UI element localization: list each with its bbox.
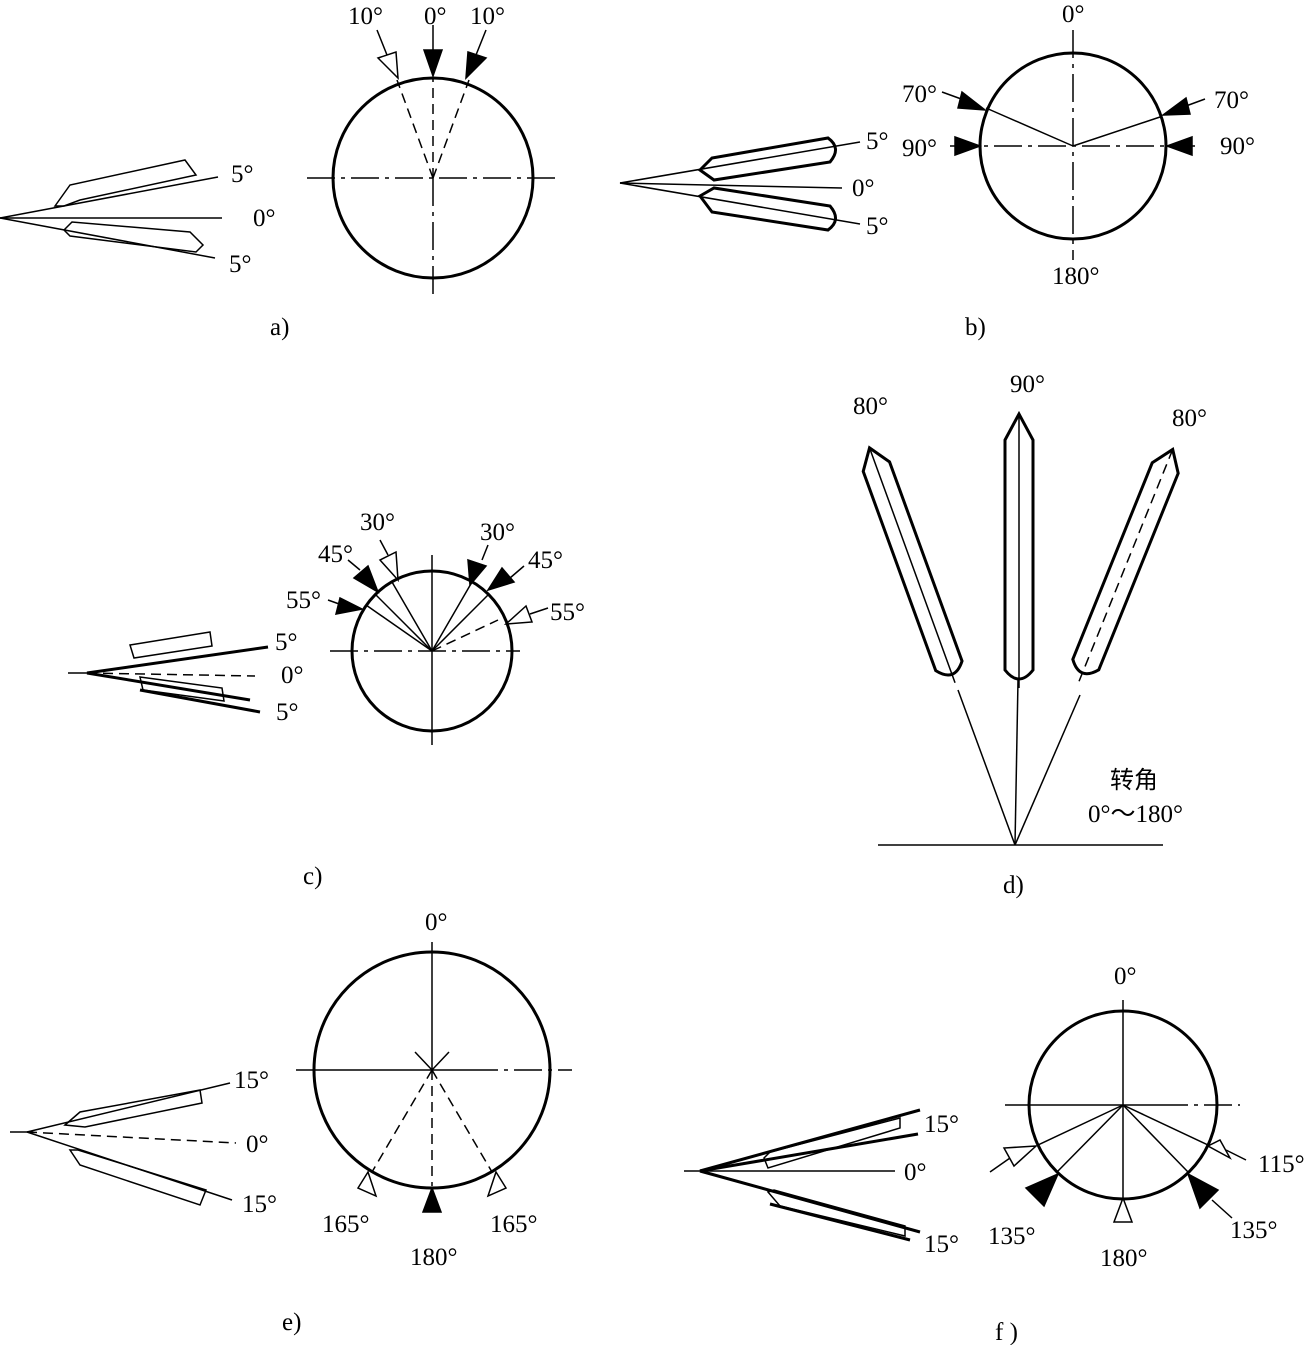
panel-a-arrow-10-left bbox=[376, 50, 399, 80]
panel-a-angle-left: 10° bbox=[348, 3, 383, 30]
panel-a-arrow-10-right bbox=[465, 50, 488, 80]
panel-b-tilt-top: 5° bbox=[866, 128, 889, 155]
panel-c-tilt-mid: 0° bbox=[281, 662, 304, 689]
panel-a-angle-center: 0° bbox=[424, 3, 447, 30]
panel-f-arrow-115-right bbox=[1206, 1139, 1232, 1160]
panel-f-tilt-mid: 0° bbox=[904, 1159, 927, 1186]
panel-a-arrow-0 bbox=[422, 49, 444, 79]
panel-f-tilt-top: 15° bbox=[924, 1111, 959, 1138]
panel-c: 5° 0° 5° 30° 30° bbox=[68, 509, 585, 890]
panel-f-angle-135-left: 135° bbox=[988, 1223, 1036, 1250]
panel-c-arrow-30-right bbox=[467, 558, 488, 587]
panel-a-tilt-bottom: 5° bbox=[229, 251, 252, 278]
panel-e-tilt-mid: 0° bbox=[246, 1131, 269, 1158]
panel-c-caption: c) bbox=[303, 863, 322, 890]
panel-b-angle-90-right: 90° bbox=[1220, 133, 1255, 160]
panel-d-electrode-left bbox=[861, 445, 964, 684]
panel-d-electrode-right bbox=[1071, 447, 1180, 682]
panel-f-arrow-115-left bbox=[1002, 1145, 1039, 1168]
panel-c-arrow-55-left bbox=[334, 596, 365, 615]
panel-b-arrow-70-right bbox=[1160, 96, 1191, 116]
panel-e-arrow-165-right bbox=[486, 1170, 508, 1198]
panel-a-tilt-top: 5° bbox=[231, 161, 254, 188]
panel-c-angle-30-right: 30° bbox=[480, 519, 515, 546]
panel-f-caption: f ) bbox=[995, 1319, 1018, 1345]
panel-e-angle-165-right: 165° bbox=[490, 1211, 538, 1238]
panel-f-arrow-180 bbox=[1112, 1195, 1134, 1223]
panel-b-electrodes: 5° 0° 5° bbox=[619, 128, 889, 240]
panel-f-seam: 15° 0° 15° bbox=[684, 1108, 959, 1258]
panel-a: 5° 0° 5° 10° 0° 10° a) bbox=[0, 3, 560, 341]
panel-a-caption: a) bbox=[270, 314, 289, 341]
panel-c-angle-45-left: 45° bbox=[318, 541, 353, 568]
panel-c-arrow-45-right bbox=[486, 566, 516, 592]
panel-e-angle-180: 180° bbox=[410, 1244, 458, 1271]
panel-f-angle-135-right: 135° bbox=[1230, 1217, 1278, 1244]
panel-c-angle-45-right: 45° bbox=[528, 547, 563, 574]
panel-c-angle-30-left: 30° bbox=[360, 509, 395, 536]
panel-c-circle: 30° 30° 45° 45° 55° 55° bbox=[286, 509, 585, 745]
panel-e-tilt-bottom: 15° bbox=[242, 1191, 277, 1218]
panel-b-angle-70-left: 70° bbox=[902, 81, 937, 108]
panel-e-tilt-top: 15° bbox=[234, 1067, 269, 1094]
panel-d-electrode-center bbox=[1003, 410, 1035, 688]
panel-d-angle-left: 80° bbox=[853, 393, 888, 420]
panel-e-arrow-165-left bbox=[356, 1170, 378, 1198]
panel-b-circle: 0° 70° 70° 90° 90° 180° bbox=[902, 1, 1255, 290]
panel-f-circle: 0° 115° 135° 180° 135° bbox=[988, 963, 1305, 1272]
panel-b-tilt-bottom: 5° bbox=[866, 213, 889, 240]
panel-b-tilt-mid: 0° bbox=[852, 175, 875, 202]
panel-f-angle-180: 180° bbox=[1100, 1245, 1148, 1272]
panel-c-arrow-30-left bbox=[378, 550, 399, 583]
panel-b-arrow-70-left bbox=[957, 90, 988, 111]
panel-c-tilt-bottom: 5° bbox=[276, 699, 299, 726]
panel-b-arrow-90-right bbox=[1164, 135, 1193, 157]
panel-f-angle-0: 0° bbox=[1114, 963, 1137, 990]
panel-a-angle-right: 10° bbox=[470, 3, 505, 30]
panel-e-seam: 15° 0° 15° bbox=[10, 1067, 277, 1218]
panel-d-caption: d) bbox=[1003, 872, 1024, 899]
panel-d-note-title: 转角 bbox=[1110, 766, 1158, 794]
panel-d-angle-right: 80° bbox=[1172, 405, 1207, 432]
panel-a-tilt-mid: 0° bbox=[253, 205, 276, 232]
panel-d: 80° 90° 80° 转角 0°～180° d) bbox=[853, 371, 1207, 899]
panel-b-angle-90-left: 90° bbox=[902, 135, 937, 162]
panel-b-angle-0: 0° bbox=[1062, 1, 1085, 28]
panel-d-angle-center: 90° bbox=[1010, 371, 1045, 398]
panel-c-angle-55-right: 55° bbox=[550, 599, 585, 626]
panel-f-tilt-bottom: 15° bbox=[924, 1231, 959, 1258]
panel-c-tilt-top: 5° bbox=[275, 629, 298, 656]
panel-d-note-range: 0°～180° bbox=[1088, 801, 1183, 828]
panel-b-angle-70-right: 70° bbox=[1214, 87, 1249, 114]
panel-e: 15° 0° 15° 0° 165° 180° 165° e) bbox=[10, 909, 572, 1336]
panel-b: 5° 0° 5° 0° 70° 70° 90° 90° 180° b) bbox=[619, 1, 1255, 341]
panel-e-caption: e) bbox=[282, 1309, 301, 1336]
panel-e-angle-0: 0° bbox=[425, 909, 448, 936]
panel-c-angle-55-left: 55° bbox=[286, 587, 321, 614]
panel-f-arrow-135-left bbox=[1024, 1172, 1060, 1208]
panel-f-arrow-135-right bbox=[1186, 1172, 1220, 1210]
panel-e-arrow-180 bbox=[421, 1185, 443, 1213]
panel-b-arrow-90-left bbox=[954, 135, 983, 157]
panel-e-angle-165-left: 165° bbox=[322, 1211, 370, 1238]
panel-c-arrow-45-left bbox=[352, 564, 380, 594]
panel-e-circle: 0° 165° 180° 165° bbox=[296, 909, 572, 1271]
panel-c-arrow-55-right bbox=[503, 604, 534, 625]
panel-b-caption: b) bbox=[965, 314, 986, 341]
panel-b-angle-180: 180° bbox=[1052, 263, 1100, 290]
panel-a-circle: 10° 0° 10° bbox=[307, 3, 560, 300]
panel-f: 15° 0° 15° 0° 115° 135° 180° 135° bbox=[684, 963, 1305, 1345]
panel-a-seam: 5° 0° 5° bbox=[0, 159, 276, 278]
panel-f-angle-115: 115° bbox=[1258, 1151, 1305, 1178]
panel-c-seam: 5° 0° 5° bbox=[68, 629, 304, 726]
